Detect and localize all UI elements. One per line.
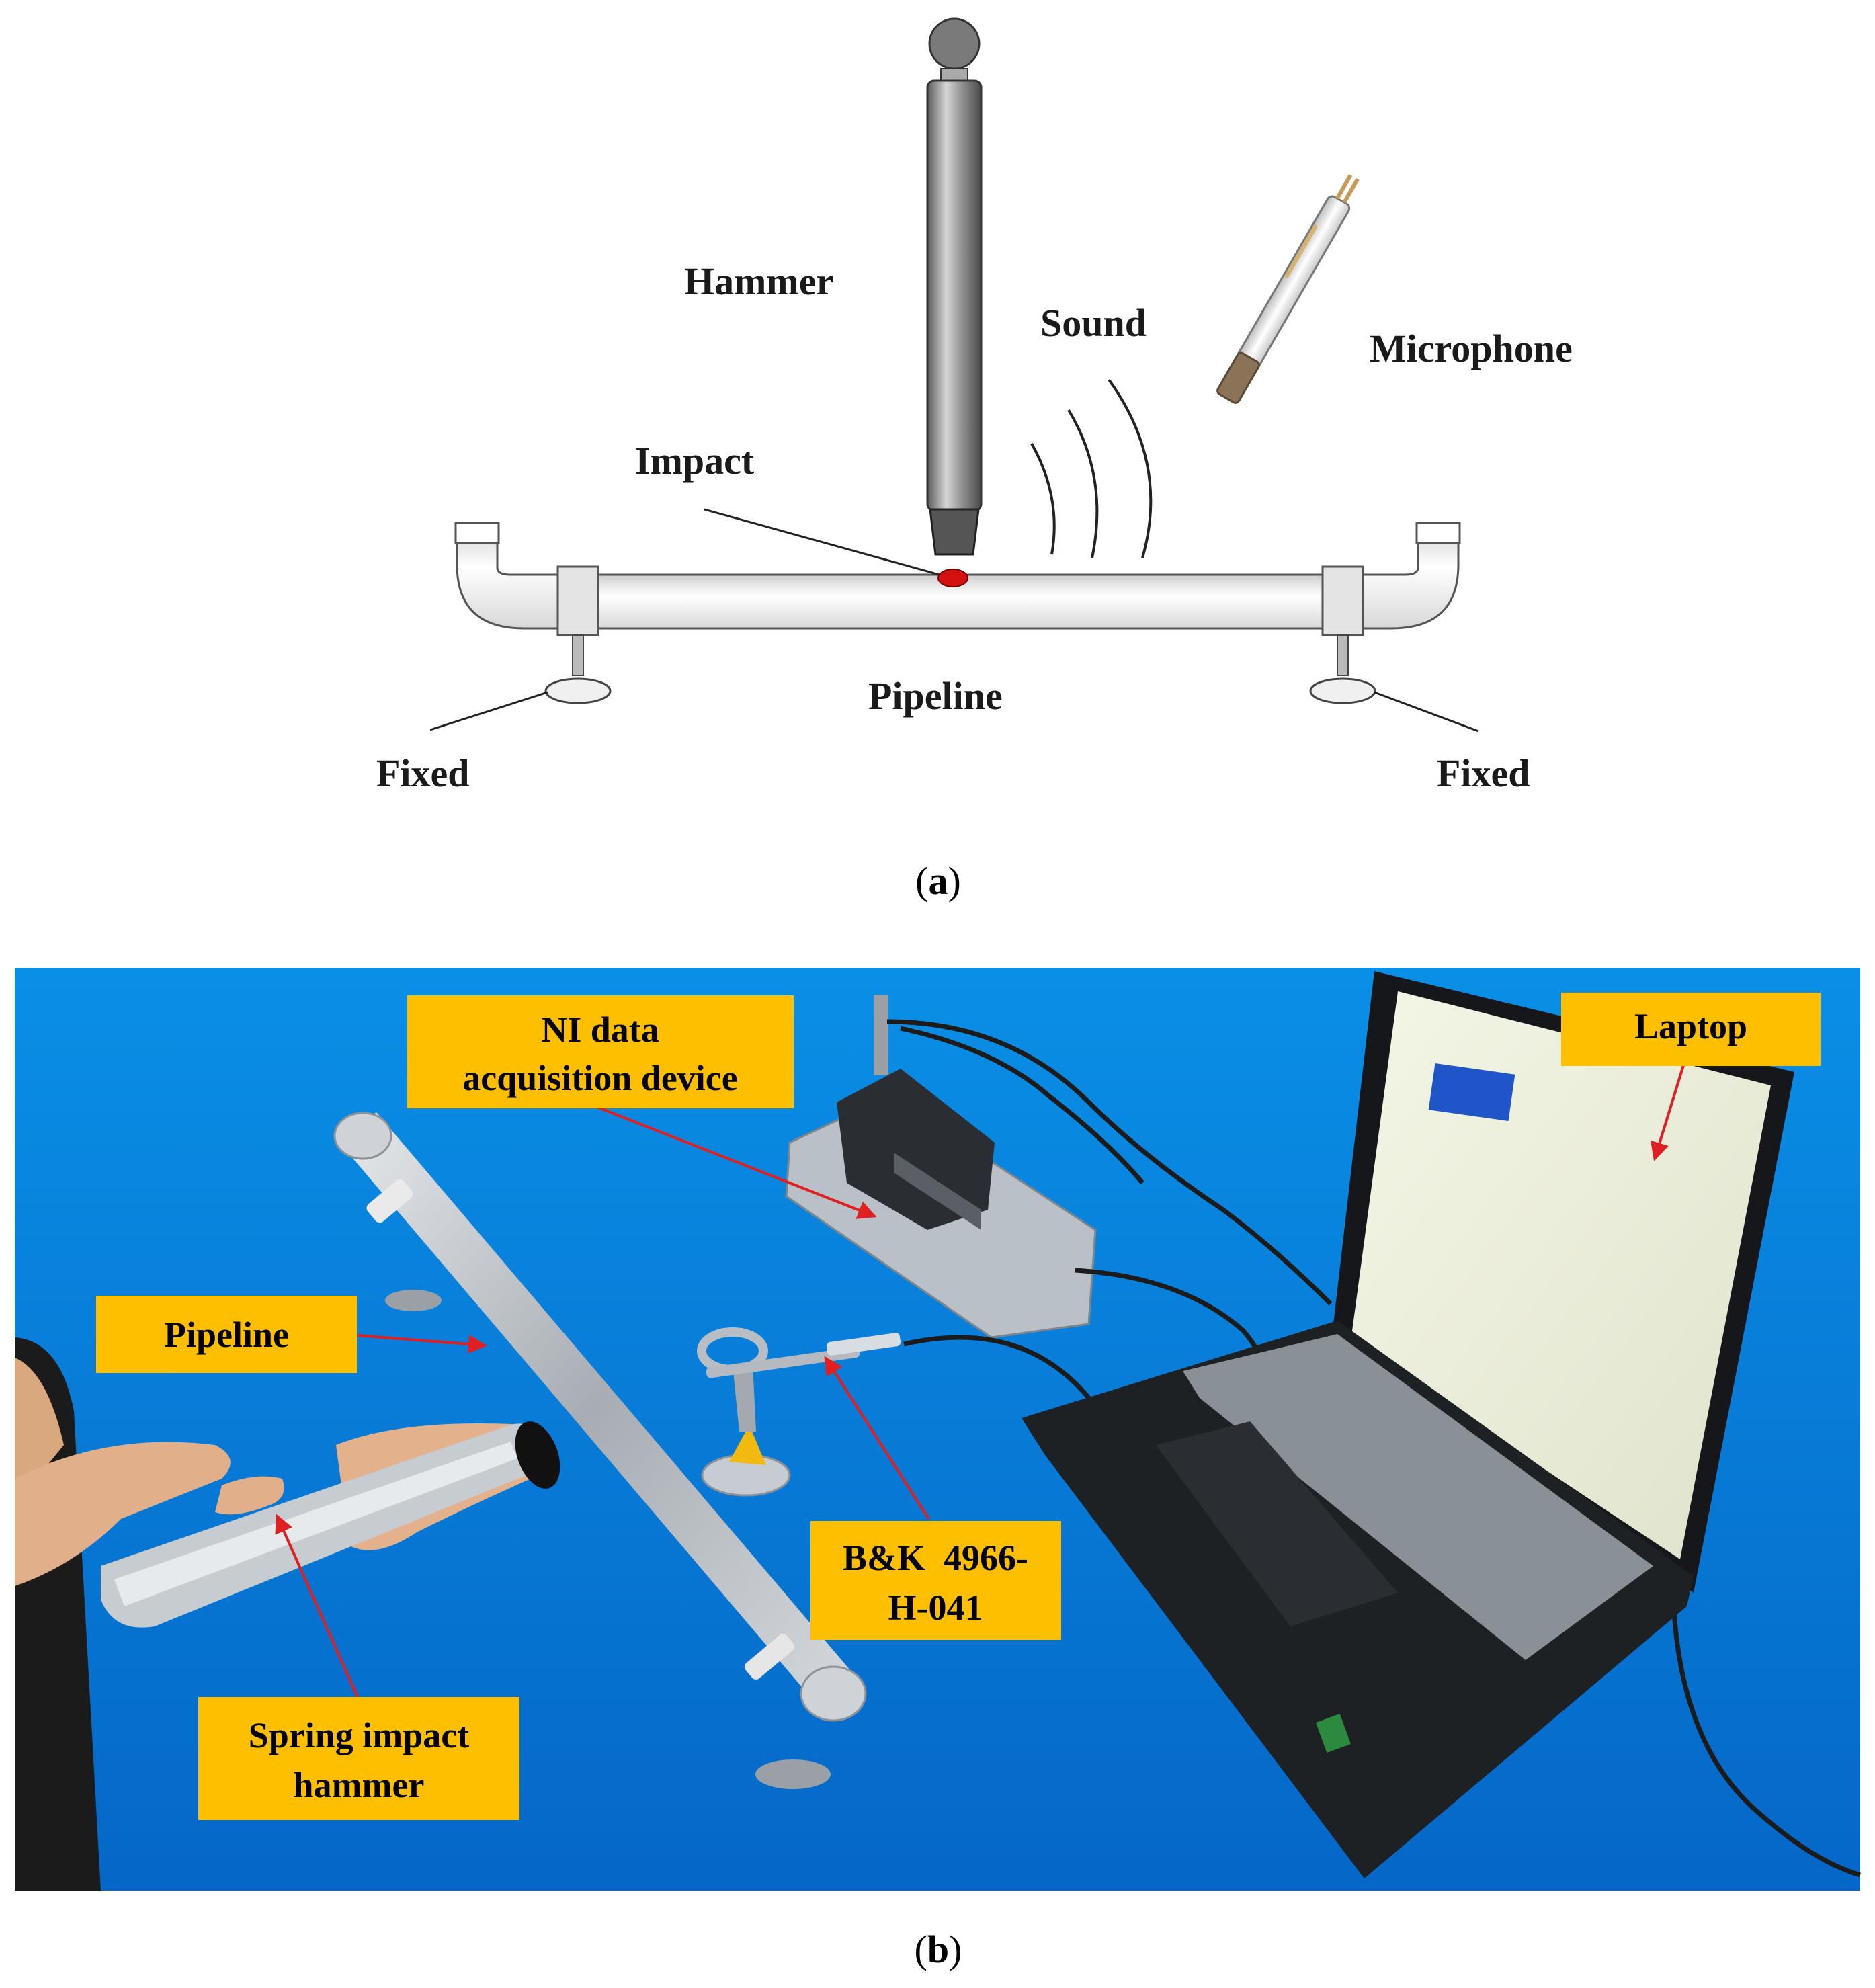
hammer-drawing bbox=[926, 17, 983, 556]
tag-spring-hammer: Spring impact hammer bbox=[198, 1697, 519, 1820]
microphone-drawing bbox=[1216, 173, 1360, 404]
red-arrows bbox=[275, 1065, 1685, 1698]
caption-a: (a) bbox=[915, 859, 961, 903]
cables bbox=[886, 1019, 1861, 1878]
tag-pipeline: Pipeline bbox=[96, 1296, 357, 1373]
arrow-bk bbox=[824, 1356, 930, 1520]
svg-text:Laptop: Laptop bbox=[1634, 1006, 1747, 1046]
label-fixed-left: Fixed bbox=[376, 751, 470, 795]
svg-text:acquisition device: acquisition device bbox=[462, 1058, 738, 1098]
tag-ni-device: NI data acquisition device bbox=[407, 995, 794, 1108]
svg-text:Pipeline: Pipeline bbox=[164, 1315, 289, 1355]
label-fixed-right: Fixed bbox=[1437, 751, 1530, 795]
sound-waves bbox=[1030, 378, 1153, 558]
arrow-spring bbox=[275, 1514, 359, 1698]
svg-text:Spring impact: Spring impact bbox=[249, 1715, 470, 1755]
laptop-photo bbox=[1022, 971, 1794, 1878]
label-sound: Sound bbox=[1040, 301, 1147, 345]
pipeline-photo bbox=[333, 1112, 867, 1789]
tag-bk-microphone: B&K 4966- H-041 bbox=[810, 1521, 1061, 1640]
svg-text:NI data: NI data bbox=[541, 1009, 659, 1050]
label-impact: Impact bbox=[635, 439, 755, 483]
panel-b: NI data acquisition device Laptop Pipeli… bbox=[15, 968, 1861, 1971]
ni-device-photo bbox=[785, 995, 1097, 1339]
arrow-pipeline bbox=[357, 1334, 487, 1354]
arrow-ni bbox=[584, 1101, 877, 1219]
label-pipeline: Pipeline bbox=[868, 674, 1003, 718]
svg-text:hammer: hammer bbox=[294, 1765, 425, 1805]
panel-a: Hammer Sound Microphone Impact Pipeline … bbox=[376, 17, 1573, 903]
tag-laptop: Laptop bbox=[1561, 993, 1821, 1066]
impact-hammer-photo bbox=[101, 1421, 560, 1628]
leader-lines bbox=[429, 508, 1479, 733]
label-hammer: Hammer bbox=[684, 259, 833, 303]
pipeline-drawing bbox=[454, 522, 1461, 704]
label-microphone: Microphone bbox=[1370, 327, 1573, 370]
impact-point bbox=[937, 569, 968, 587]
svg-text:H-041: H-041 bbox=[888, 1587, 983, 1628]
arrow-laptop bbox=[1651, 1065, 1685, 1161]
caption-b: (b) bbox=[915, 1928, 962, 1971]
svg-text:B&K 4966-: B&K 4966- bbox=[843, 1538, 1028, 1578]
microphone-photo bbox=[697, 1327, 901, 1497]
